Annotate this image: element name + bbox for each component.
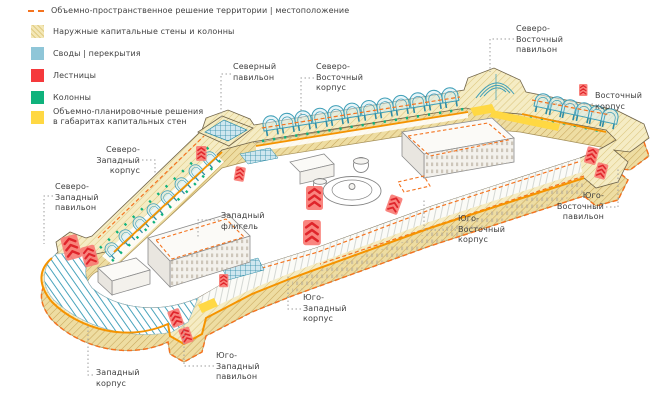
label-line: Восточный bbox=[316, 72, 364, 82]
label-se-pavilion: Юго- Восточный павильон bbox=[540, 191, 604, 223]
label-line: Юго- bbox=[582, 191, 604, 200]
legend-item-territory: Объемно-пространственное решение террито… bbox=[28, 6, 349, 16]
label-ne-pavilion: Северо- Восточный павильон bbox=[516, 24, 563, 56]
label-north-pavilion: Северный павильон bbox=[233, 62, 276, 83]
label-line: Западный bbox=[96, 368, 140, 377]
label-line: Западный bbox=[216, 361, 260, 371]
legend-item-stairs: Лестницы bbox=[31, 69, 96, 82]
south-facade-windows bbox=[292, 180, 583, 293]
label-line: павильон bbox=[216, 372, 258, 381]
ne-corpus-vaults bbox=[255, 85, 469, 152]
courtyard-dashed-detail bbox=[397, 175, 431, 193]
label-line: Юго- bbox=[303, 293, 325, 302]
legend-item-label: Колонны bbox=[53, 92, 92, 102]
label-west-corpus: Западный корпус bbox=[96, 368, 140, 389]
label-line: Восточный bbox=[458, 224, 506, 234]
label-line: корпус bbox=[303, 314, 334, 323]
label-east-corpus: Восточный корпус bbox=[595, 91, 642, 112]
label-line: Юго- bbox=[458, 214, 480, 223]
nw-corpus-vaults bbox=[97, 135, 224, 266]
label-line: павильон bbox=[233, 72, 275, 82]
legend-swatch-columns bbox=[31, 91, 44, 104]
legend-item-label: Своды | перекрытия bbox=[53, 48, 141, 58]
label-line: корпус bbox=[458, 235, 489, 244]
south-range-top-band bbox=[198, 158, 585, 310]
legend-item-label: Объемно-планировочные решения в габарита… bbox=[53, 107, 204, 126]
legend-item-columns: Колонны bbox=[31, 91, 91, 104]
central-fligel-building bbox=[401, 117, 515, 179]
small-courtyard-block bbox=[97, 257, 151, 296]
label-line: Западный bbox=[55, 192, 99, 202]
legend-item-label: Наружные капитальные стены и колонны bbox=[53, 26, 235, 36]
legend-item-planning: Объемно-планировочные решения в габарита… bbox=[31, 107, 203, 127]
label-line: Западный bbox=[96, 155, 140, 165]
legend-item-walls: Наружные капитальные стены и колонны bbox=[31, 25, 234, 38]
label-west-fligel: Западный флигель bbox=[221, 211, 265, 232]
legend-item-label: Лестницы bbox=[53, 70, 96, 80]
label-line: павильон bbox=[562, 212, 604, 221]
west-corpus-vault-fan bbox=[44, 251, 199, 335]
east-corpus-vaults bbox=[521, 91, 621, 134]
label-line: Западный bbox=[221, 211, 265, 220]
label-nw-pavilion: Северо- Западный павильон bbox=[55, 182, 99, 214]
label-ne-corpus: Северо- Восточный корпус bbox=[316, 62, 363, 94]
ne-pavilion-shape bbox=[475, 74, 515, 100]
north-pavilion-shape bbox=[197, 115, 254, 147]
label-line: павильон bbox=[516, 45, 558, 54]
legend-swatch-stairs bbox=[31, 69, 44, 82]
label-line: Северный bbox=[233, 62, 277, 71]
planning-solution-strips bbox=[198, 104, 560, 313]
label-line: Восточный bbox=[516, 34, 564, 44]
legend-swatch-walls bbox=[31, 25, 44, 38]
legend-swatch-dashed-line bbox=[28, 10, 44, 12]
label-line: корпус bbox=[96, 378, 127, 388]
label-line: Юго- bbox=[216, 351, 238, 360]
label-nw-corpus: Северо- Западный корпус bbox=[75, 145, 140, 177]
label-line: Северо- bbox=[516, 24, 551, 33]
label-line: Северо- bbox=[105, 145, 140, 154]
label-sw-pavilion: Юго- Западный павильон bbox=[216, 351, 260, 383]
legend-item-label: Объемно-пространственное решение террито… bbox=[51, 6, 350, 15]
label-line: корпус bbox=[316, 83, 347, 92]
label-se-corpus: Юго- Восточный корпус bbox=[458, 214, 505, 246]
legend-swatch-planning bbox=[31, 110, 44, 124]
label-line: Западный bbox=[303, 303, 347, 313]
label-line: Северо- bbox=[55, 182, 90, 191]
label-line: Восточный bbox=[595, 91, 643, 100]
label-line: павильон bbox=[55, 203, 97, 212]
legend-swatch-vaults bbox=[31, 47, 44, 60]
west-fligel-building bbox=[147, 213, 251, 288]
label-leader-lines bbox=[43, 38, 619, 376]
small-courtyard-block-2 bbox=[289, 153, 335, 185]
label-line: корпус bbox=[109, 166, 140, 175]
label-line: корпус bbox=[595, 101, 626, 111]
label-line: флигель bbox=[221, 221, 259, 231]
label-sw-corpus: Юго- Западный корпус bbox=[303, 293, 347, 325]
legend: Объемно-пространственное решение террито… bbox=[0, 0, 349, 135]
label-line: Северо- bbox=[316, 62, 351, 71]
legend-item-vaults: Своды | перекрытия bbox=[31, 47, 141, 60]
wall-top-orange-line bbox=[40, 177, 585, 346]
footprint-dashed-contour bbox=[40, 141, 650, 363]
label-line: Восточный bbox=[556, 201, 604, 211]
